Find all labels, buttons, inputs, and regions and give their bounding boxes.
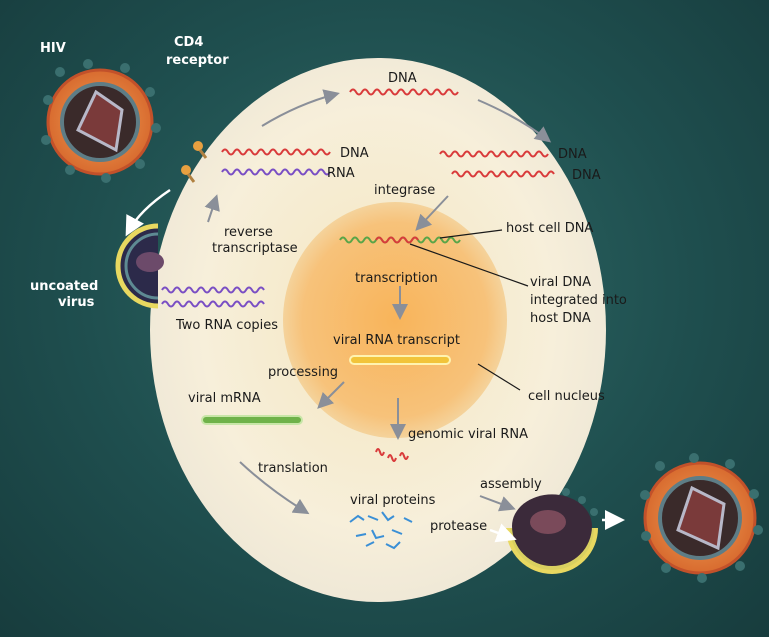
integrated-viral-dna-segment <box>375 236 419 244</box>
rna-strand-left <box>221 168 331 176</box>
dna-strand-left <box>221 148 331 156</box>
reverse-transcriptase-label-2: transcriptase <box>212 241 298 256</box>
uncoated-virus-particle <box>115 223 164 309</box>
uncoated-virus-label-2: virus <box>58 295 95 310</box>
genomic-viral-rna-label: genomic viral RNA <box>408 427 528 442</box>
leader-lines <box>409 229 529 391</box>
process-arrows <box>204 89 552 515</box>
viral-proteins-label: viral proteins <box>350 493 436 508</box>
hiv-label: HIV <box>40 41 66 56</box>
translation-label: translation <box>258 461 328 476</box>
cd4-label-line2: receptor <box>166 53 229 68</box>
hiv-virion-released <box>640 453 763 583</box>
rna-copy-1 <box>161 286 265 294</box>
budding-virus <box>506 488 598 574</box>
viral-proteins-fragments <box>349 511 413 550</box>
viral-dna-label-3: host DNA <box>530 311 591 326</box>
dna-strand-right-2 <box>451 170 555 178</box>
dna-top-label: DNA <box>388 71 417 86</box>
uncoated-virus-label-1: uncoated <box>30 279 98 294</box>
host-cell-dna-label: host cell DNA <box>506 221 593 236</box>
two-rna-copies-label: Two RNA copies <box>175 318 278 333</box>
transcription-label: transcription <box>355 271 438 286</box>
white-arrows <box>125 188 625 543</box>
dna-right-label-1: DNA <box>558 147 587 162</box>
rna-copy-2 <box>161 300 265 308</box>
viral-dna-label-2: integrated into <box>530 293 627 308</box>
cd4-label-line1: CD4 <box>174 35 203 50</box>
dna-strand-right-1 <box>439 150 549 158</box>
rna-left-label: RNA <box>327 166 355 181</box>
viral-rna-transcript-label: viral RNA transcript <box>333 333 460 348</box>
assembly-label: assembly <box>480 477 542 492</box>
integrase-label: integrase <box>374 183 435 198</box>
protease-label: protease <box>430 519 487 534</box>
viral-mrna-bar <box>201 415 303 425</box>
dna-strand-top <box>349 88 459 96</box>
genomic-viral-rna-squiggles <box>375 448 409 462</box>
viral-mrna-label: viral mRNA <box>188 391 261 406</box>
cell-nucleus-label: cell nucleus <box>528 389 605 404</box>
cell-nucleus <box>283 202 507 438</box>
reverse-transcriptase-label-1: reverse <box>224 225 273 240</box>
hiv-virion <box>41 59 161 183</box>
cd4-receptor-shapes <box>181 141 208 183</box>
viral-dna-label-1: viral DNA <box>530 275 591 290</box>
dna-right-label-2: DNA <box>572 168 601 183</box>
processing-label: processing <box>268 365 338 380</box>
dna-left-label: DNA <box>340 146 369 161</box>
viral-rna-transcript-bar <box>349 355 451 365</box>
